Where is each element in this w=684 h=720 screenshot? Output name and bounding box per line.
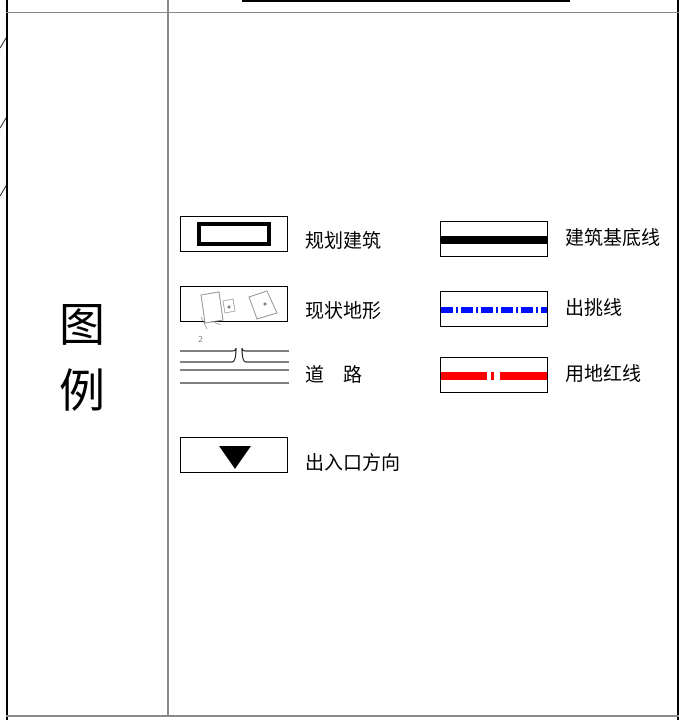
overhang-line-symbol — [440, 291, 548, 327]
existing-terrain-icon: 2 — [198, 290, 278, 344]
left-edge-mark — [0, 37, 7, 49]
legend-title-char-2: 例 — [59, 364, 105, 418]
planned-building-symbol — [180, 216, 288, 252]
entrance-direction-label: 出入口方向 — [305, 452, 401, 474]
legend-title-char-1: 图 — [59, 298, 105, 352]
existing-terrain-label: 现状地形 — [305, 300, 382, 322]
blue-dash-dot-line-icon — [441, 307, 547, 313]
thick-black-line-icon — [441, 236, 547, 244]
overhang-line-label: 出挑线 — [565, 297, 623, 319]
column-divider — [167, 0, 169, 717]
down-triangle-icon — [219, 446, 251, 469]
left-edge-mark — [0, 185, 7, 197]
top-header-underline — [242, 0, 570, 2]
road-label: 道 路 — [305, 364, 363, 386]
left-edge-marks — [0, 37, 7, 197]
red-dash-dot-line-icon — [441, 372, 547, 380]
road-symbol — [180, 348, 289, 384]
planned-building-label: 规划建筑 — [305, 230, 382, 252]
land-red-line-symbol — [440, 357, 548, 393]
entrance-direction-symbol — [180, 437, 288, 473]
existing-terrain-symbol: 2 — [180, 286, 288, 344]
frame-top-divider — [6, 12, 679, 13]
frame-left-border — [6, 0, 8, 720]
building-base-line-symbol — [440, 221, 548, 257]
planned-building-icon — [197, 222, 271, 246]
frame-right-border — [677, 0, 679, 720]
svg-text:2: 2 — [198, 335, 203, 344]
land-red-line-label: 用地红线 — [565, 363, 642, 385]
left-edge-mark — [0, 117, 7, 129]
building-base-line-label: 建筑基底线 — [565, 227, 661, 249]
frame-bottom-divider — [6, 715, 679, 717]
